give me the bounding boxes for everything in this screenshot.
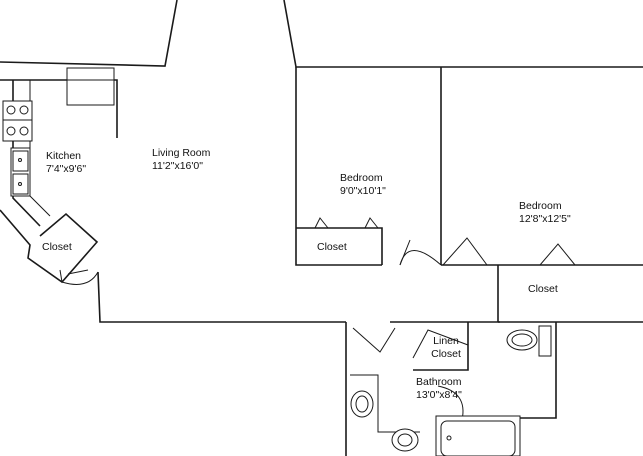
bedroom1-dims: 9'0"x10'1" — [340, 185, 386, 197]
bathroom-door — [352, 327, 396, 353]
toilet-seat — [511, 333, 533, 347]
bathroom-sink-icon — [350, 390, 374, 418]
bedroom1-label: Bedroom 9'0"x10'1" — [340, 172, 386, 198]
bedroom2-closet-door — [539, 243, 576, 266]
linen-closet-door — [412, 329, 469, 359]
wall-bedroom1-bottom — [296, 227, 383, 265]
wall-bathroom-right — [520, 322, 557, 419]
drain-icon — [18, 182, 22, 186]
wall-living-bottom — [97, 271, 346, 323]
bedroom2-door — [442, 237, 488, 266]
wall-bedroom2-bottom — [441, 264, 643, 322]
toilet-tank-icon — [538, 325, 552, 357]
burner-icon — [6, 126, 16, 136]
burner-icon — [19, 105, 29, 115]
sink-basin — [12, 173, 29, 195]
bedroom1-door-arc — [399, 239, 411, 266]
door-swing — [61, 271, 99, 285]
wall-top-right — [283, 0, 643, 68]
sink-basin — [12, 150, 29, 172]
refrigerator-icon — [66, 67, 115, 106]
linen-closet-wall — [413, 322, 469, 371]
bathtub-drain-icon — [446, 435, 452, 441]
linen-closet-line1: Linen — [433, 335, 459, 347]
kitchen-counter-edge — [29, 80, 51, 217]
kitchen-label: Kitchen 7'4"x9'6" — [46, 150, 86, 176]
kitchen-dims: 7'4"x9'6" — [46, 163, 87, 175]
kitchen-name: Kitchen — [46, 150, 82, 162]
kitchen-closet-door — [59, 269, 89, 283]
bedroom2-closet-label: Closet — [528, 283, 558, 295]
bedroom2-dims: 12'8"x12'5" — [519, 213, 571, 225]
bedroom1-name: Bedroom — [340, 172, 383, 184]
wall-kitchen-top — [0, 79, 118, 138]
living-room-name: Living Room — [152, 147, 211, 159]
bathroom-name: Bathroom — [416, 376, 462, 388]
wall-top-left — [0, 0, 178, 67]
bedroom1-closet-label: Closet — [317, 241, 347, 253]
bathroom-label: Bathroom 13'0"x8'4" — [416, 376, 462, 402]
stove-icon — [2, 100, 33, 142]
bathroom-sink-basin — [355, 395, 369, 413]
drain-icon — [18, 158, 22, 162]
linen-closet-line2: Closet — [431, 348, 461, 360]
bathroom-sink-basin — [397, 433, 413, 447]
wall-bedroom1-left — [295, 67, 382, 266]
bathtub-basin — [440, 420, 516, 456]
linen-closet-label: Linen Closet — [427, 335, 465, 361]
living-room-label: Living Room 11'2"x16'0" — [152, 147, 210, 173]
living-room-dims: 11'2"x16'0" — [152, 160, 203, 172]
bedroom1-door — [399, 250, 442, 266]
kitchen-closet-label: Closet — [42, 241, 72, 253]
bedroom2-label: Bedroom 12'8"x12'5" — [519, 200, 571, 226]
bathroom-dims: 13'0"x8'4" — [416, 389, 462, 401]
kitchen-sink-icon — [10, 147, 31, 197]
bedroom2-name: Bedroom — [519, 200, 562, 212]
toilet-bowl-icon — [506, 329, 538, 351]
burner-icon — [6, 105, 16, 115]
bedroom1-closet-bifold-door — [314, 217, 379, 229]
bathroom-sink-icon — [391, 428, 419, 452]
burner-icon — [19, 126, 29, 136]
